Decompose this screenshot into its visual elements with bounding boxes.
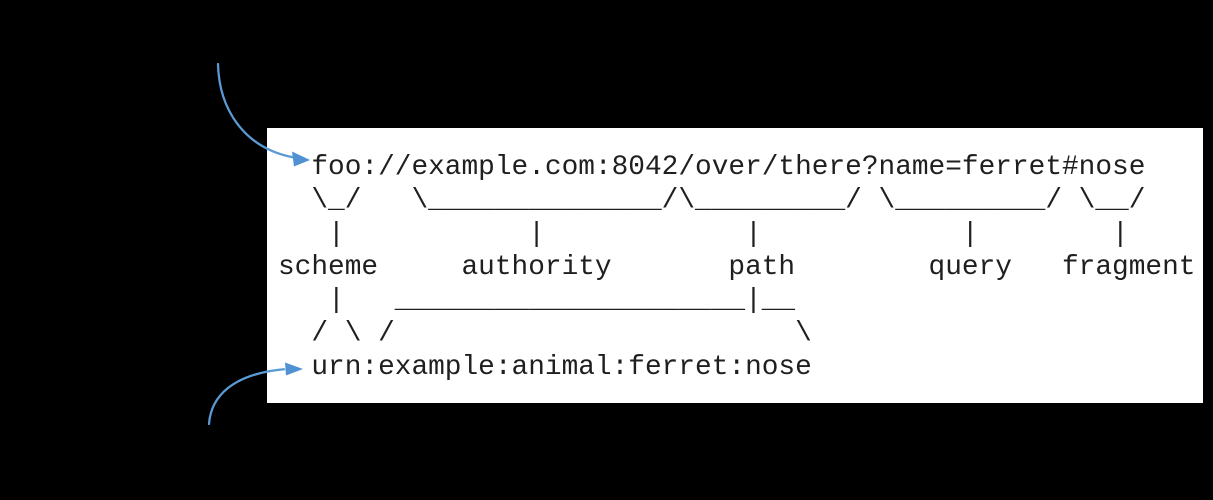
uri-components-ascii-diagram: foo://example.com:8042/over/there?name=f…	[278, 152, 1196, 383]
uri-diagram-panel: foo://example.com:8042/over/there?name=f…	[267, 128, 1203, 403]
